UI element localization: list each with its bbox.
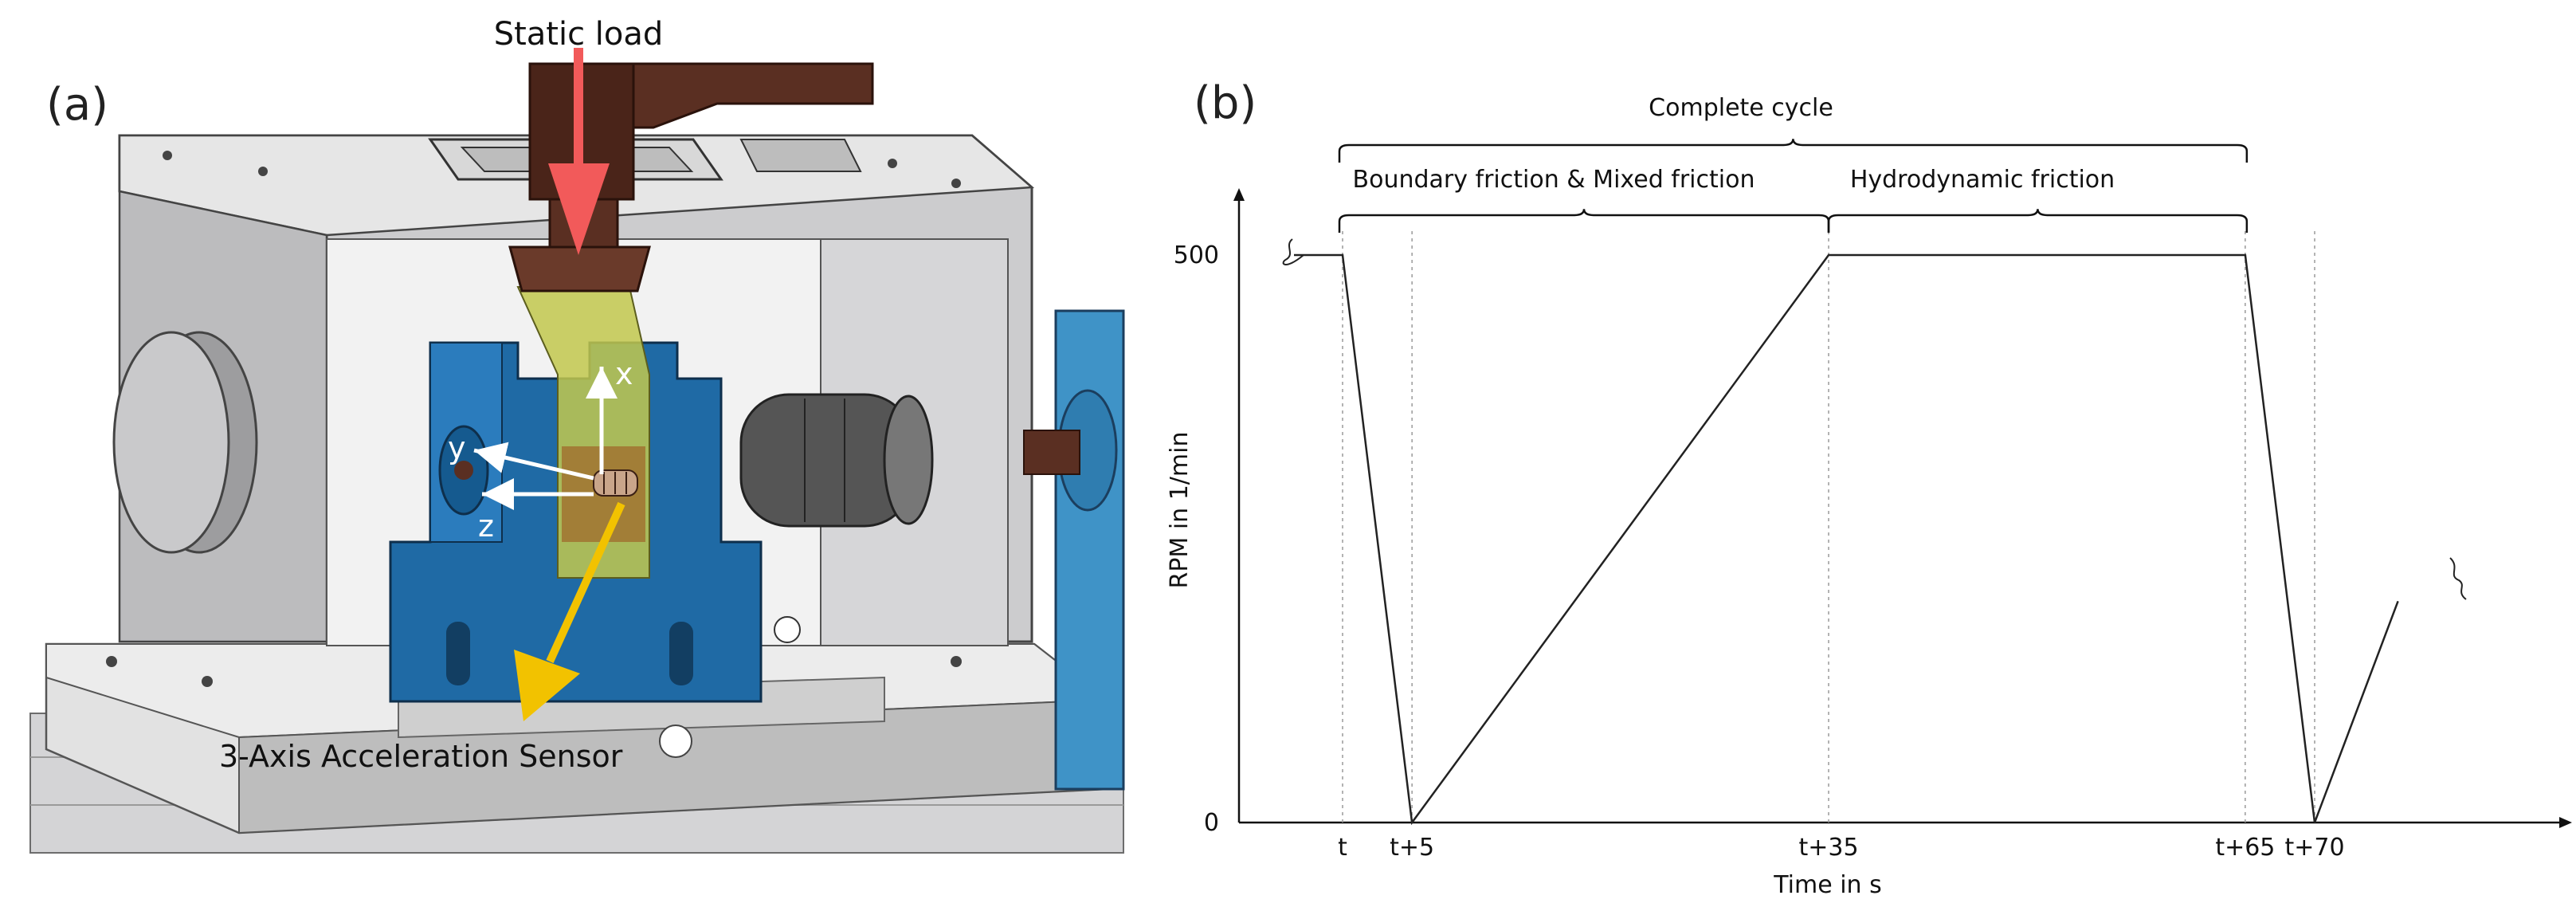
sensor-arrow: 3-Axis Acceleration Sensor <box>219 501 625 774</box>
x-tick-label: t <box>1338 834 1347 862</box>
static-load-label: Static load <box>494 16 664 53</box>
x-tick-label: t+65 <box>2215 834 2275 862</box>
brace-complete-cycle: Complete cycle <box>1338 94 2249 163</box>
y-tick-label: 0 <box>1204 809 1219 837</box>
sensor-mount <box>593 469 638 497</box>
static-load-arrow: Static load <box>494 16 664 255</box>
brace-boundary-label: Boundary friction & Mixed friction <box>1353 166 1755 194</box>
axis-z-label: z <box>478 509 494 544</box>
brace-hydro-label: Hydrodynamic friction <box>1850 166 2115 194</box>
panel-b-label: (b) <box>1194 77 1257 129</box>
reference-lines <box>1342 231 2315 823</box>
x-axis-arrow <box>2559 817 2572 828</box>
axis-y-label: y <box>448 430 466 465</box>
y-axis-arrow <box>1233 188 1245 201</box>
sensor-label: 3-Axis Acceleration Sensor <box>219 739 623 774</box>
side-cover <box>112 331 258 554</box>
load-shaft <box>508 62 874 293</box>
x-tick-labels: t t+5 t+35 t+65 t+70 <box>1338 834 2344 862</box>
panel-a: (a) <box>29 16 1125 854</box>
y-tick-labels: 0 500 <box>1174 241 1219 837</box>
axis-x-label: x <box>615 356 633 391</box>
x-tick-label: t+35 <box>1798 834 1858 862</box>
x-tick-label: t+70 <box>2284 834 2344 862</box>
brace-hydrodynamic: Hydrodynamic friction <box>1827 166 2249 233</box>
right-flange <box>1023 309 1125 791</box>
coupling <box>739 393 934 643</box>
axis-triad: x y z <box>448 356 633 544</box>
y-axis-title: RPM in 1/min <box>1166 431 1194 588</box>
break-marker-right <box>2449 557 2467 600</box>
break-marker-left <box>1282 238 1304 265</box>
x-axis-title: Time in s <box>1773 871 1881 899</box>
rpm-series-line <box>1294 253 2399 826</box>
panel-a-label: (a) <box>46 79 108 131</box>
brace-boundary-mixed: Boundary friction & Mixed friction <box>1338 166 1830 233</box>
brace-complete-label: Complete cycle <box>1649 94 1833 122</box>
x-tick-label: t+5 <box>1390 834 1434 862</box>
y-tick-label: 500 <box>1174 241 1219 269</box>
panel-b: (b) t t+5 t+35 t+65 t+70 0 500 Time in s RPM … <box>1166 77 2572 899</box>
base-block <box>45 642 1108 834</box>
